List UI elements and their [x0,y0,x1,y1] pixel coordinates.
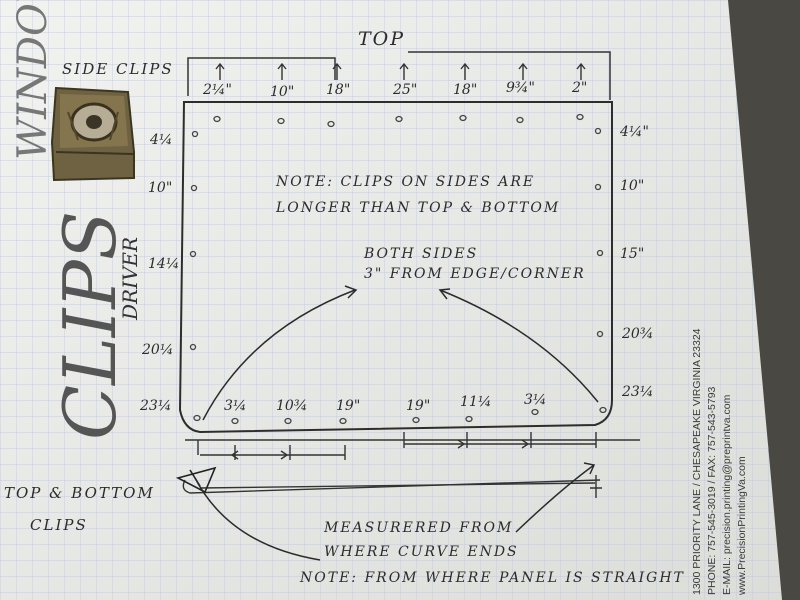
bottom-measurement: 3¼ [224,398,247,414]
left-measurement: 4¼ [150,132,173,148]
note-measured-line2: WHERE CURVE ENDS [324,544,519,560]
note-both-sides-line2: 3" FROM EDGE/CORNER [364,266,586,282]
footer-email: E-MAIL: precision.printing@preprintva.co… [721,394,733,595]
right-measurement: 4¼" [620,124,649,140]
bottom-measurement: 10¾ [276,398,308,414]
window-heading-fragment: WINDOW [10,0,56,160]
top-measurement: 25" [393,82,418,98]
paper-grid [0,0,782,600]
right-measurement: 20¾ [622,326,654,342]
driver-label: DRIVER [118,236,142,320]
side-clips-label: SIDE CLIPS [62,60,174,78]
note-straight-panel: NOTE: FROM WHERE PANEL IS STRAIGHT [300,570,685,586]
top-arrows [215,62,586,80]
note-measured-line1: MEASURERED FROM [324,520,514,536]
right-measurement: 23¼ [622,384,654,400]
bottom-measurement: 19" [406,398,431,414]
top-bottom-clips-label-line1: TOP & BOTTOM [4,484,155,502]
bottom-measurement: 11¼ [460,394,492,410]
clip-holes [189,113,607,425]
left-measurement: 10" [148,180,173,196]
window-panel-outline [178,101,613,434]
printer-footer: 1300 PRIORITY LANE / CHESAPEAKE VIRGINIA… [690,328,750,595]
footer-phone: PHONE: 757-545-3019 / FAX: 757-543-5793 [706,386,718,595]
right-measurement: 15" [620,246,645,262]
footer-website: www.PrecisionPrintingVa.com [736,456,748,595]
top-measurement: 2" [572,80,588,96]
note-both-sides-line1: BOTH SIDES [364,246,479,262]
pointer-arrows [194,285,599,561]
side-clip-photo [50,86,135,182]
top-measurement: 18" [453,82,478,98]
right-measurement: 10" [620,178,645,194]
top-measurement: 2¼" [203,82,232,98]
bottom-measurement: 19" [336,398,361,414]
left-measurement: 20¼ [142,342,174,358]
top-label: TOP [358,28,406,50]
note-sides-longer-line2: LONGER THAN TOP & BOTTOM [276,200,561,216]
top-measurement: 10" [270,84,295,100]
bottom-measurement: 3¼ [524,392,547,408]
left-measurement: 14¼ [148,256,180,272]
top-measurement: 9¾" [506,80,535,96]
note-sides-longer-line1: NOTE: CLIPS ON SIDES ARE [276,174,536,190]
top-bottom-clips-label-line2: CLIPS [30,516,88,534]
footer-address: 1300 PRIORITY LANE / CHESAPEAKE VIRGINIA… [691,328,703,595]
top-dimension-bracket [187,51,611,100]
left-measurement: 23¼ [140,398,172,414]
top-measurement: 18" [326,82,351,98]
